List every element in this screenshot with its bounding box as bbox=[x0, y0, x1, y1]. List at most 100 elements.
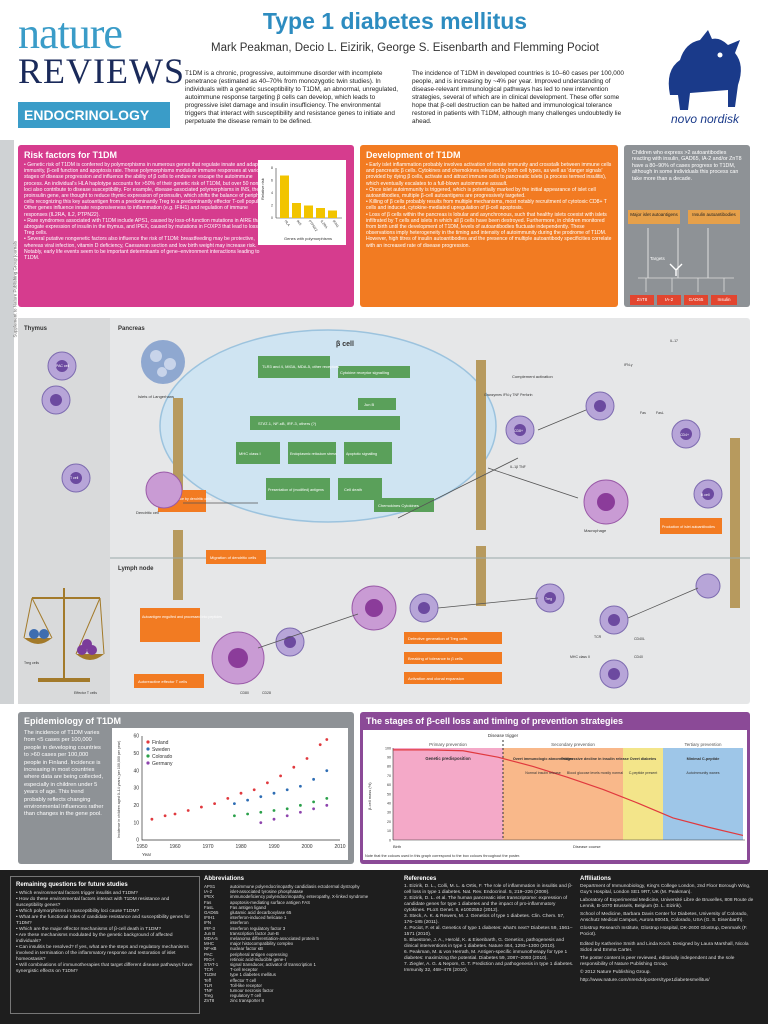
reference-item: 1. Eizirik, D. L., Colli, M. L. & Ortis,… bbox=[404, 884, 573, 895]
epi-ytick: 50 bbox=[133, 751, 139, 757]
cd40l-label: CD40L bbox=[634, 637, 645, 641]
junb-label: Jun B bbox=[364, 402, 375, 407]
development-bullet: • Once islet autoimmunity is triggered, … bbox=[366, 186, 596, 200]
abbreviation-term: Treg bbox=[204, 993, 213, 999]
autoantibodies-panel bbox=[624, 145, 750, 307]
dendritic-cell-label: Dendritic cell bbox=[136, 510, 159, 515]
target-znt8: ZnT8 bbox=[630, 295, 654, 305]
il17-label: IL-17 bbox=[670, 339, 678, 343]
development-bullet: • Killing of β cells probably results fr… bbox=[366, 199, 607, 212]
macrophage-label: Macrophage bbox=[584, 528, 607, 533]
lymph-node-label: Lymph node bbox=[118, 566, 154, 572]
epi-point bbox=[325, 738, 329, 741]
stages-xlabel-course: Disease course bbox=[573, 844, 601, 849]
risk-bar-label: PTPN22 bbox=[308, 219, 319, 232]
side-strip bbox=[0, 140, 14, 704]
epi-point bbox=[259, 810, 263, 814]
abbreviation-definition: zinc transporter 8 bbox=[230, 998, 264, 1004]
cd28-label: CD28 bbox=[262, 691, 271, 695]
mhc-class-1-label: MHC class I bbox=[239, 451, 261, 456]
risk-chart-ytick: 8 bbox=[271, 166, 273, 170]
reviews-logo: REVIEWS bbox=[18, 51, 185, 91]
epi-point bbox=[266, 781, 269, 785]
epi-point bbox=[325, 797, 329, 800]
abbreviation-row: Treg regulatory T cell bbox=[204, 993, 394, 998]
stages-ytick: 90 bbox=[387, 756, 391, 760]
epi-legend-label: Finland bbox=[152, 740, 169, 746]
primary-prevention-zone bbox=[393, 748, 503, 840]
side-supplement-text: Supplement to Nature Publishing Group jo… bbox=[12, 240, 18, 338]
epi-point bbox=[312, 777, 315, 781]
target-gad65: GAD65 bbox=[684, 295, 708, 305]
epi-ytick: 30 bbox=[133, 786, 139, 792]
development-text: • Early islet inflammation probably invo… bbox=[366, 162, 612, 249]
questions-title: Remaining questions for future studies bbox=[16, 882, 128, 888]
epi-point bbox=[285, 807, 289, 811]
tertiary-prevention-label: Tertiary prevention bbox=[684, 742, 722, 747]
questions-section: Remaining questions for future studies •… bbox=[16, 882, 196, 975]
abbreviation-term: PAC bbox=[204, 951, 213, 957]
abbreviation-definition: signal transducer, activator of transcri… bbox=[230, 962, 316, 968]
epi-point bbox=[200, 805, 203, 809]
risk-bullet: • Genetic risk of T1DM is conferred by p… bbox=[24, 162, 272, 218]
epi-point bbox=[239, 791, 243, 795]
poster-url-link[interactable]: http://www.nature.com/nrendo/posters/typ… bbox=[580, 978, 710, 983]
er-stress-label: Endoplasmic reticulum stress bbox=[290, 452, 337, 456]
abbreviation-definition: effector T cell bbox=[230, 977, 257, 983]
epi-legend-marker bbox=[146, 761, 150, 765]
epi-point bbox=[285, 788, 289, 792]
target-ia2: IA-2 bbox=[657, 295, 681, 305]
abbreviation-definition: regulatory T cell bbox=[230, 993, 262, 999]
epi-legend-label: Colorado bbox=[152, 754, 173, 760]
epi-legend-marker bbox=[146, 747, 150, 751]
fasl-label: FasL bbox=[656, 411, 664, 415]
defective-treg-label: Defective generation of Treg cells bbox=[408, 636, 467, 641]
epi-point bbox=[272, 817, 276, 821]
abbreviation-definition: T-cell receptor bbox=[230, 967, 258, 973]
question-item: • What are the functional roles of candi… bbox=[16, 915, 190, 926]
epi-point bbox=[312, 807, 315, 811]
abbreviation-term: Jun B bbox=[204, 930, 216, 936]
risk-bar-label: INS bbox=[296, 219, 303, 227]
risk-bullet: • Several putative nongenetic factors al… bbox=[24, 236, 260, 262]
epi-axes bbox=[141, 736, 340, 841]
affiliation-item: Department of Immunobiology, King's Coll… bbox=[580, 884, 751, 895]
question-item: • Can insulitis be resolved? If yes, wha… bbox=[16, 945, 189, 962]
primary-prevention-label: Primary prevention bbox=[429, 742, 467, 747]
development-title: Development of T1DM bbox=[366, 150, 461, 160]
normal-insulin-label: Normal insulin release bbox=[525, 771, 561, 775]
abbreviations-title: Abbreviations bbox=[204, 876, 245, 882]
beta-cell-label: β cell bbox=[336, 341, 354, 348]
b-cell-label: B cell bbox=[701, 493, 710, 497]
abbreviation-definition: interferon-induced helicase 1 bbox=[230, 915, 287, 921]
question-item: • How do these environmental factors int… bbox=[16, 897, 170, 908]
references-section: References 1. Eizirik, D. L., Colli, M. … bbox=[404, 876, 574, 974]
autoimmunity-wanes-label: Autoimmunity wanes bbox=[686, 771, 719, 775]
abbreviation-term: Fas bbox=[204, 899, 212, 905]
epi-point bbox=[299, 784, 302, 788]
development-bullet: • Early islet inflammation probably invo… bbox=[366, 162, 612, 187]
epi-point bbox=[272, 791, 276, 795]
abbreviation-definition: peripheral antigen expressing bbox=[230, 951, 288, 957]
abbreviation-term: TCR bbox=[204, 967, 214, 973]
stages-ytick: 70 bbox=[387, 774, 391, 778]
abbreviation-term: Teff bbox=[204, 977, 211, 983]
epi-point bbox=[163, 814, 167, 818]
question-item: • Are these mechanisms modulated by the … bbox=[16, 933, 173, 944]
reference-item: 3. Steck, A. K. & Rewers, M. J. Genetics… bbox=[404, 914, 565, 925]
epi-point bbox=[173, 812, 177, 816]
development-panel bbox=[360, 145, 618, 307]
cell-death-label: Cell death bbox=[344, 487, 362, 492]
abbreviation-term: IFIH1 bbox=[204, 915, 215, 921]
